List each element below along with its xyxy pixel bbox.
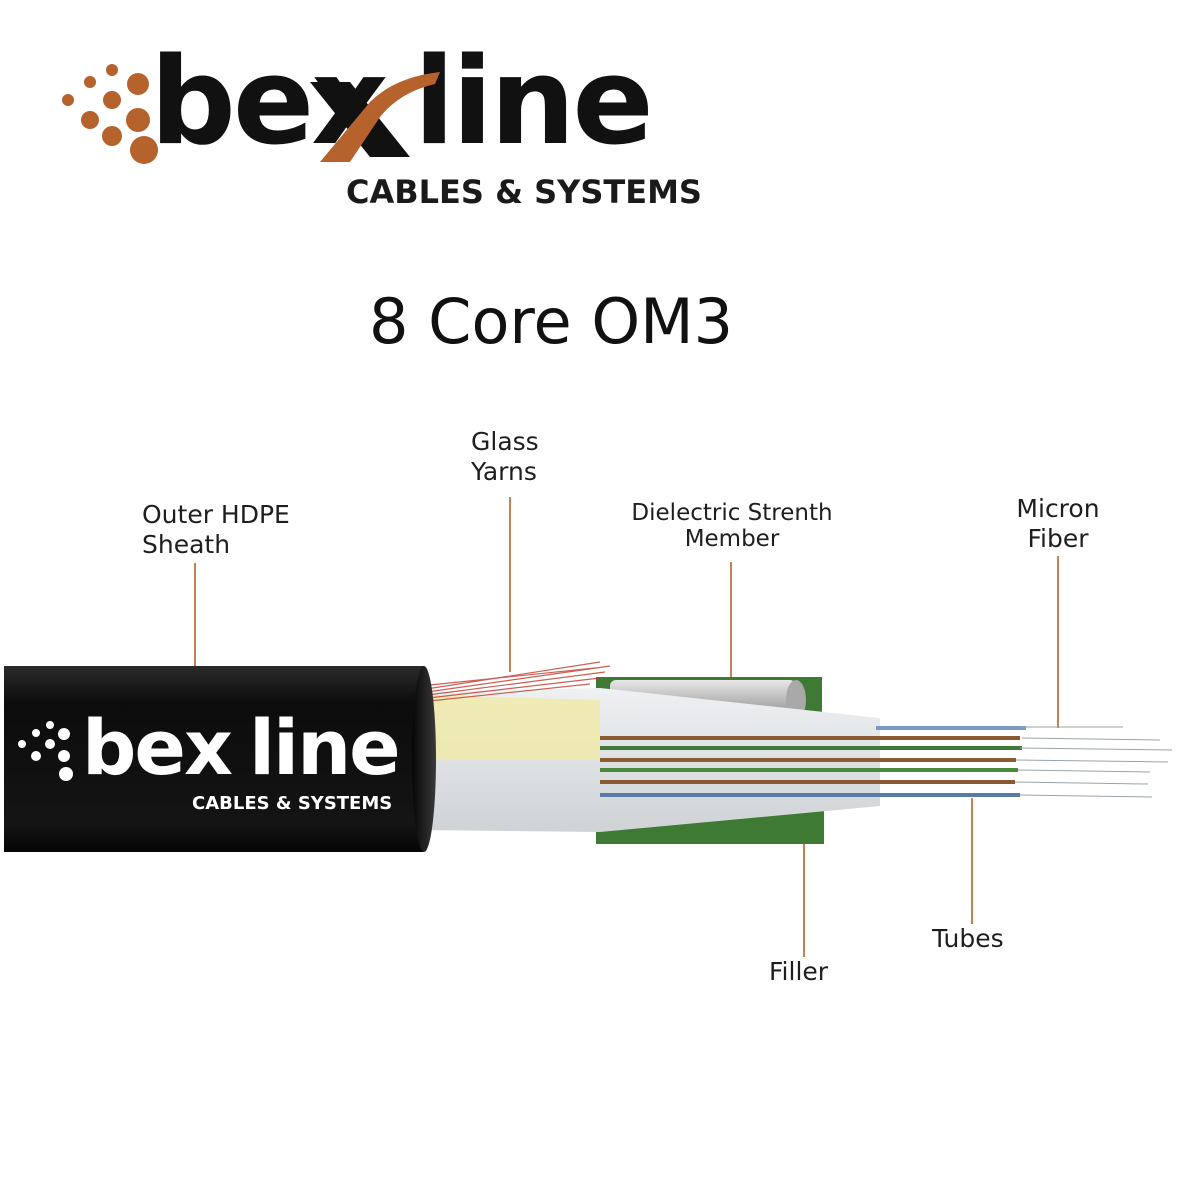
label-glass-yarns: Glass Yarns bbox=[471, 427, 539, 486]
jacket-wordmark-right: line bbox=[248, 703, 401, 792]
glass-yarn-fibers bbox=[419, 661, 611, 703]
outer-jacket bbox=[4, 666, 424, 852]
leader-lines bbox=[194, 497, 1059, 957]
label-filler: Filler bbox=[769, 957, 829, 986]
label-outer-sheath: Outer HDPE Sheath bbox=[142, 500, 290, 559]
label-strength-member: Dielectric Strenth Member bbox=[631, 500, 833, 552]
micron-fibers bbox=[1014, 726, 1173, 798]
label-micron-fiber: Micron Fiber bbox=[1016, 494, 1100, 553]
jacket-brand-dots-icon bbox=[18, 721, 73, 781]
brand-dots-icon bbox=[62, 64, 158, 164]
brand-wordmark-right: line bbox=[413, 33, 654, 172]
brand-tagline: CABLES & SYSTEMS bbox=[346, 173, 702, 211]
buffer-tubes bbox=[600, 726, 1026, 797]
brand-x-swoosh-icon bbox=[310, 72, 440, 162]
page-title: 8 Core OM3 bbox=[369, 285, 734, 358]
jacket-tagline: CABLES & SYSTEMS bbox=[192, 793, 393, 814]
label-tubes: Tubes bbox=[932, 924, 1004, 953]
jacket-wordmark-left: bex bbox=[82, 703, 233, 792]
